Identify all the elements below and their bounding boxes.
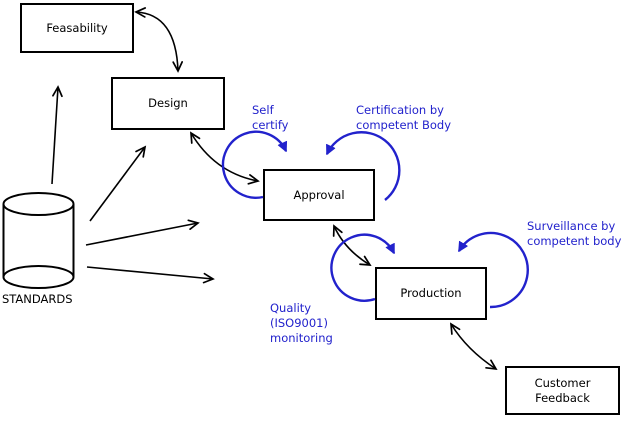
node-production: Production xyxy=(375,267,487,320)
node-approval-label: Approval xyxy=(293,187,345,202)
edge-standards-design xyxy=(89,145,147,222)
node-feasability-label: Feasability xyxy=(46,20,108,35)
edge-feasability-design xyxy=(134,7,184,73)
standards-cylinder-shape xyxy=(2,192,75,289)
edge-standards-approval xyxy=(85,219,200,246)
annotation-quality-monitoring: Quality (ISO9001) monitoring xyxy=(270,301,333,345)
node-design-label: Design xyxy=(148,96,188,110)
annotation-self-certify: Self certify xyxy=(252,103,289,132)
annotation-certification: Certification by competent Body xyxy=(356,103,452,132)
annotation-surveillance: Surveillance by competent body xyxy=(527,219,622,248)
edge-standards-feasability xyxy=(51,85,63,185)
edge-standards-production xyxy=(86,266,215,284)
node-approval: Approval xyxy=(263,169,375,221)
standards-label: STANDARDS xyxy=(2,292,73,306)
edge-approval-production xyxy=(332,224,372,266)
node-customer-feedback: Customer Feedback xyxy=(505,366,620,415)
edge-production-customer xyxy=(450,322,498,371)
node-production-label: Production xyxy=(400,286,462,300)
edge-design-approval xyxy=(190,131,260,185)
node-design: Design xyxy=(111,77,225,130)
node-customer-feedback-label: Customer Feedback xyxy=(534,375,591,405)
node-feasability: Feasability xyxy=(20,3,134,53)
